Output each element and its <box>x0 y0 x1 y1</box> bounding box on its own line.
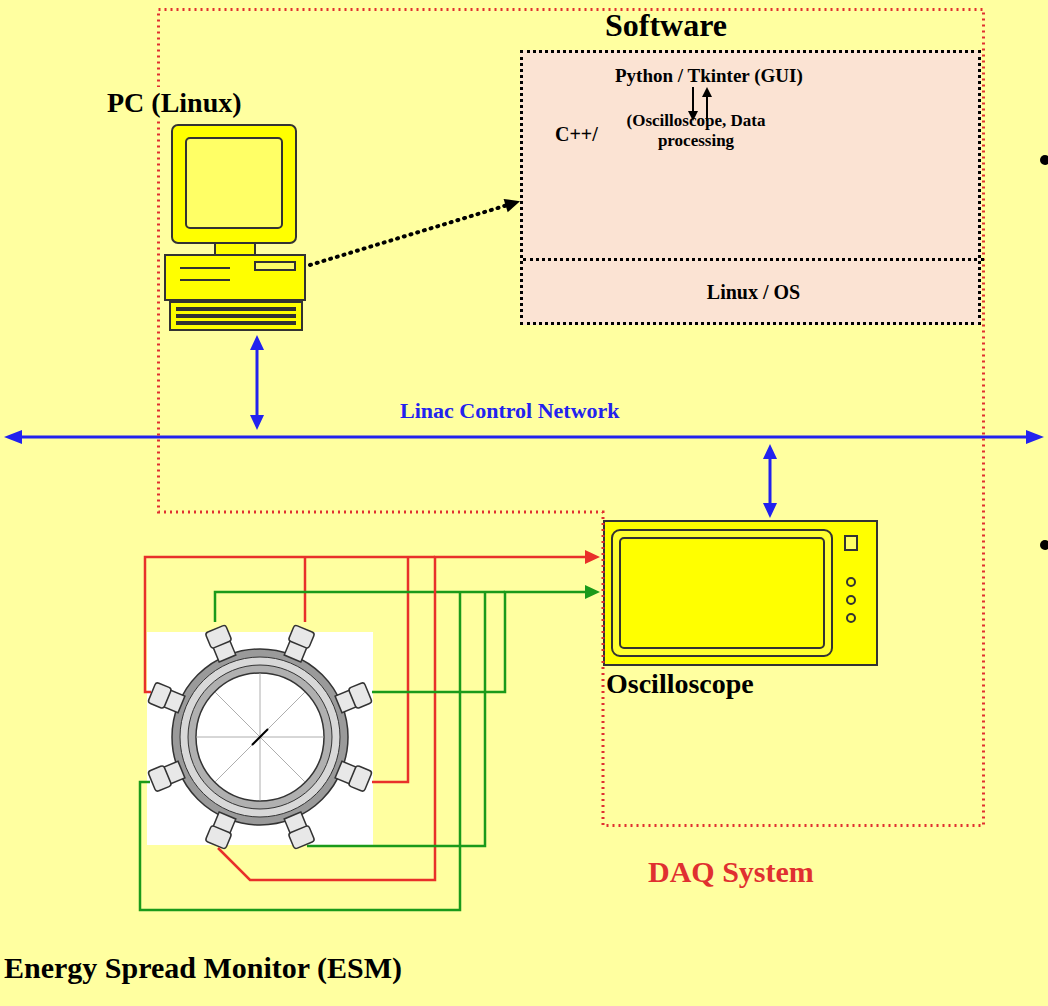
connector-line <box>769 457 772 505</box>
node-label: DAQ System <box>648 855 814 890</box>
connector-line <box>505 592 587 625</box>
oscilloscope-icon <box>604 521 877 665</box>
node-label: C++/ <box>555 123 598 146</box>
connector <box>763 444 777 518</box>
node-label: Energy Spread Monitor (ESM) <box>4 951 402 986</box>
node-label: PC (Linux) <box>105 87 244 119</box>
esm-node: Energy Spread Monitor (ESM) <box>0 625 560 1006</box>
node-label: Linux / OS <box>523 281 984 304</box>
edge-dots <box>1040 155 1048 550</box>
connector-line <box>256 348 259 417</box>
network-band: Linac Control Network <box>0 430 1048 444</box>
esm-illustration <box>147 625 373 850</box>
connector <box>435 550 600 625</box>
network-line <box>4 430 1044 444</box>
node-label: Linac Control Network <box>400 398 620 423</box>
software-box: SoftwarePython / Tkinter (GUI)C++/(Oscil… <box>520 50 981 325</box>
green-wires <box>140 592 505 910</box>
arrow-head <box>504 199 520 212</box>
red-wires <box>145 557 435 880</box>
oscilloscope-node: Oscilloscope <box>600 518 880 708</box>
node-label: Python / Tkinter (GUI) <box>615 65 803 87</box>
node-label: (Oscilloscope, Data processing <box>621 111 771 150</box>
arrow-head <box>585 585 600 599</box>
arrow-head <box>763 444 777 459</box>
connector-line <box>435 557 587 625</box>
arrow-head <box>585 550 600 564</box>
node-label: Oscilloscope <box>606 668 754 700</box>
pc-icon <box>165 125 305 330</box>
connector <box>250 335 264 430</box>
arrow-head <box>250 335 264 350</box>
pc-node: PC (Linux) <box>100 85 310 335</box>
connector <box>505 585 600 625</box>
connector-line <box>310 205 508 265</box>
node-label: Software <box>605 7 727 44</box>
region-outline-path <box>159 10 984 826</box>
arrow-head <box>763 503 777 518</box>
connector <box>310 199 520 265</box>
arrow-head <box>250 415 264 430</box>
os-band: Linux / OS <box>523 258 984 328</box>
